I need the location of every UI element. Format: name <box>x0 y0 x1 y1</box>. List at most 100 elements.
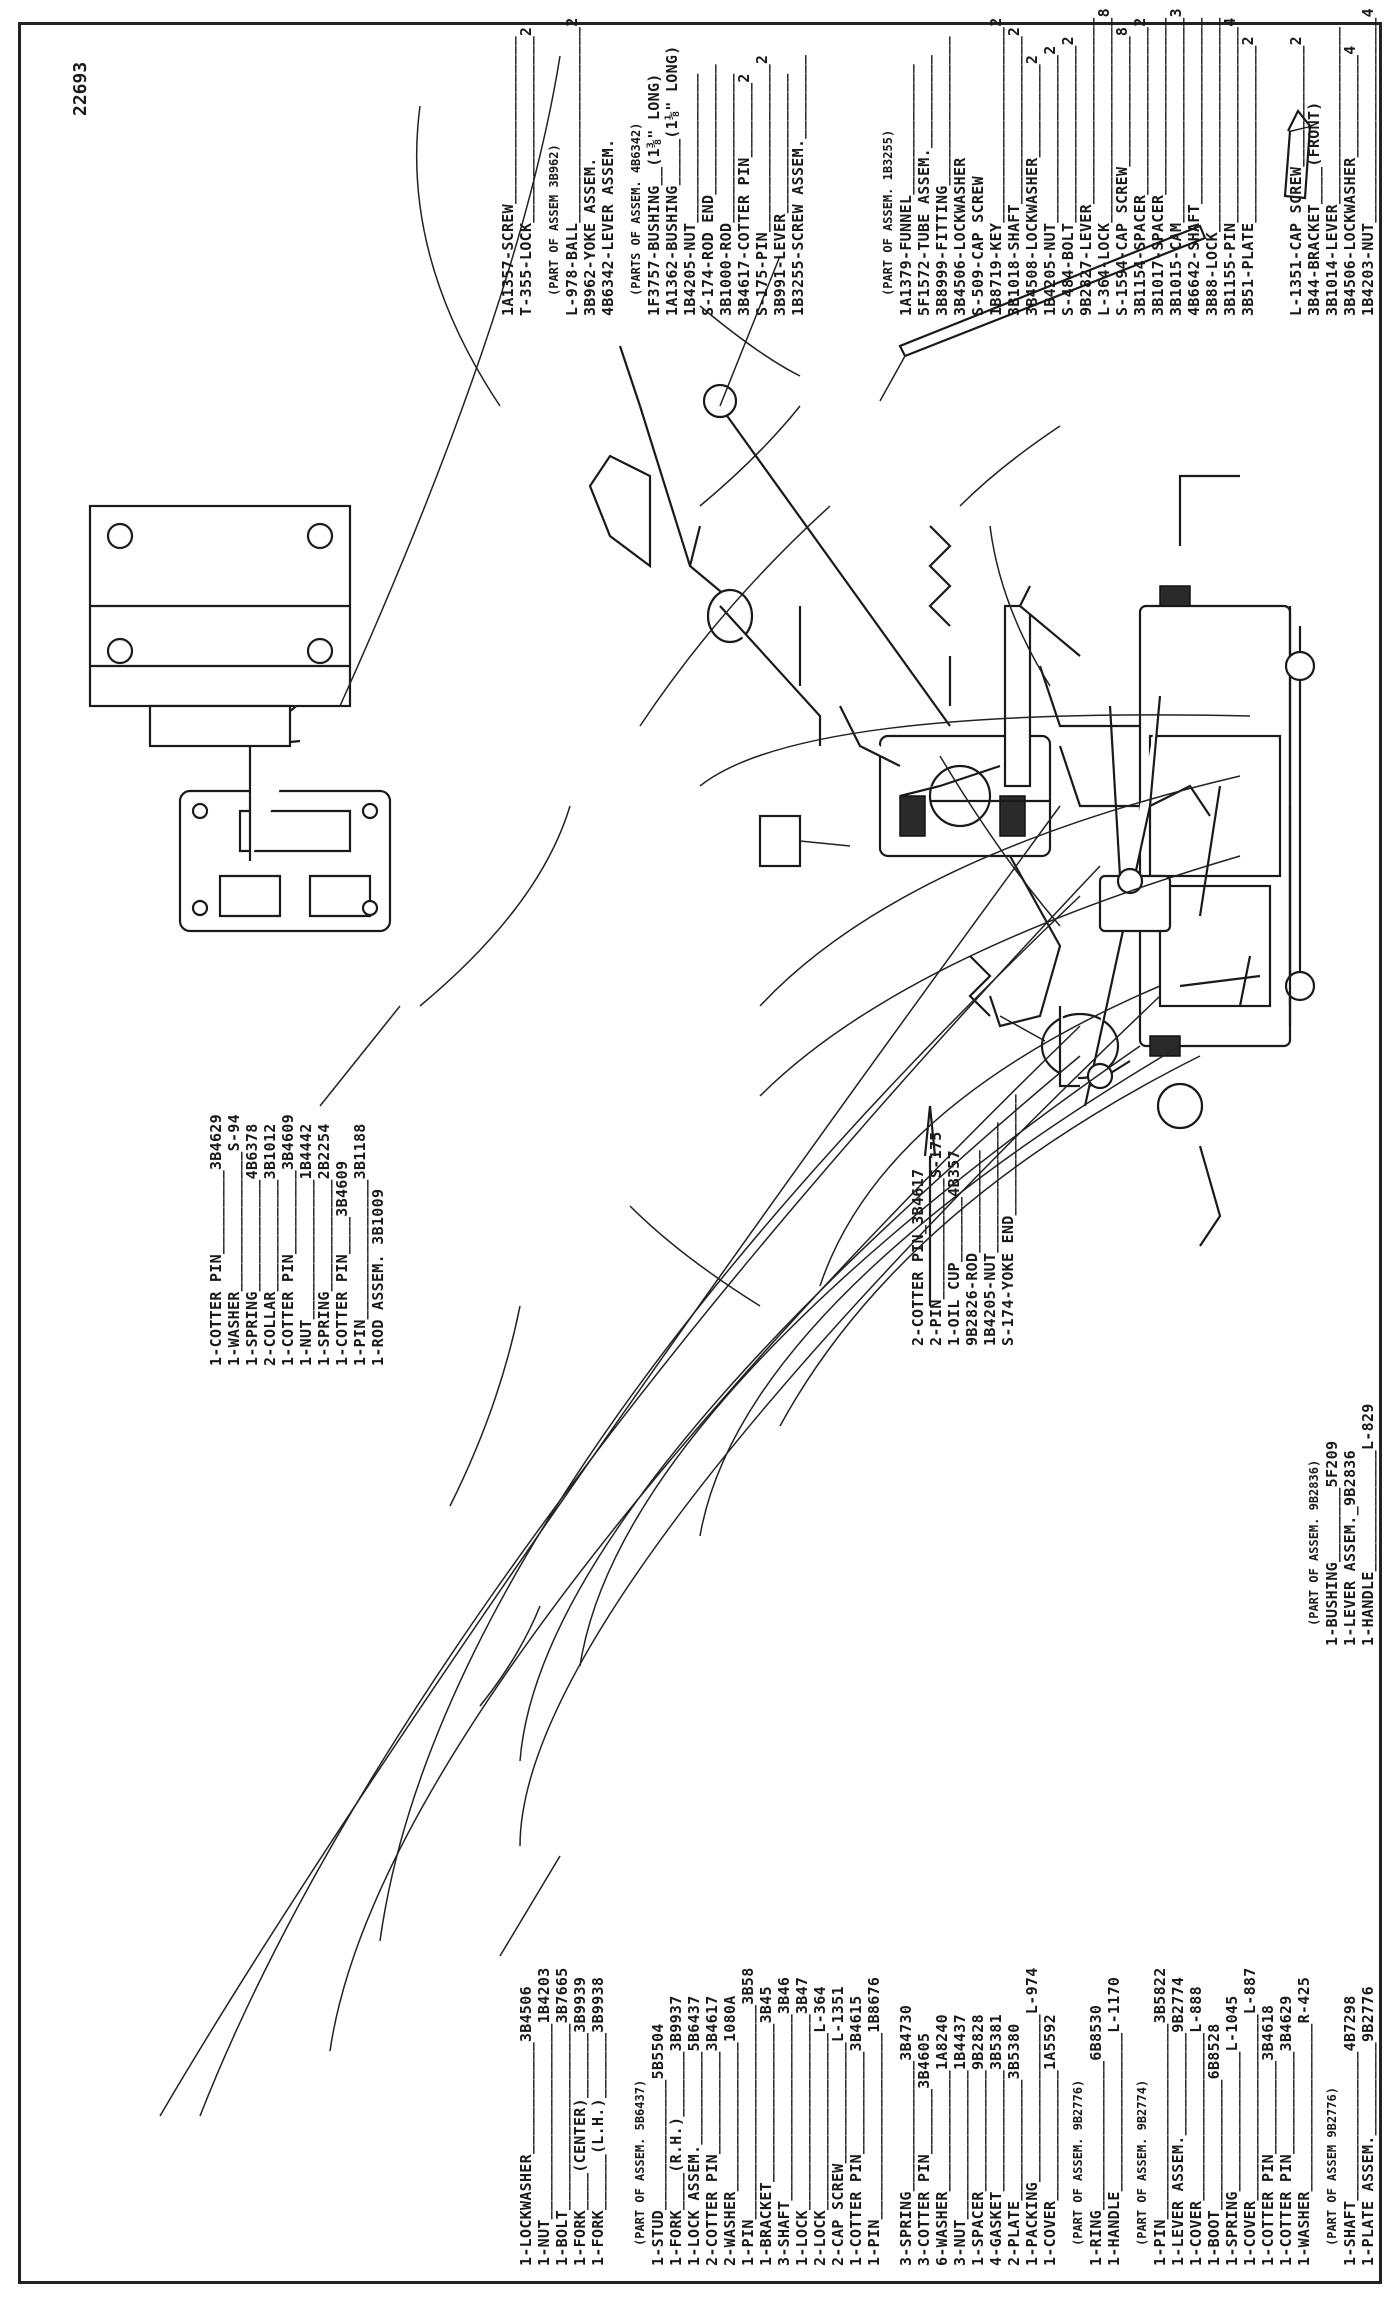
part-label: 3-SPRING______________3B4730 <box>897 2004 915 2266</box>
part-label: 1-WASHER_______________S-94 <box>225 1114 243 1366</box>
part-label: 1B4203-NUT______________________4 <box>1359 8 1377 316</box>
part-label: 1-WASHER__________________R-425 <box>1295 1976 1313 2266</box>
part-label: 1B8719-KEY_____________________2 <box>987 17 1005 316</box>
part-note: (PART OF ASSEM 9B2776) <box>1325 2087 1339 2246</box>
part-label: 2-COLLAR____________3B1012 <box>261 1123 279 1366</box>
part-label: 1-SPRING_______________L-1045 <box>1223 1995 1241 2266</box>
part-label: 1-LOCK_____________________3B47 <box>793 1976 811 2266</box>
part-label: 1-PIN_______________________3B58 <box>739 1967 757 2266</box>
part-label: 1-PLATE ASSEM.__________9B2776 <box>1359 1986 1377 2266</box>
part-label: 1A1362-BUSHING_____(1⅛" LONG) <box>663 45 681 316</box>
part-label: 2-COTTER PIN_3B4617 <box>909 1168 927 1346</box>
part-label: 3-NUT________________1B4437 <box>951 2014 969 2266</box>
part-label: 1-LOCKWASHER____________3B4506 <box>517 1986 535 2266</box>
part-label: 1-OIL CUP_______4B357 <box>945 1150 963 1346</box>
part-label: 2-COTTER PIN___________3B4617 <box>703 1995 721 2266</box>
part-label: 9B2826-ROD___________ <box>963 1150 981 1346</box>
part-label: 1A1379-FUNNEL______________ <box>897 64 915 316</box>
part-label: 2-WASHER________________1080A <box>721 1995 739 2266</box>
part-label: 1-BOOT______________6B8528 <box>1205 2023 1223 2266</box>
part-label: 3B1018-SHAFT__________________2 <box>1005 26 1023 316</box>
part-label: 1-HANDLE_____________L-829 <box>1359 1403 1377 1646</box>
part-label: 1-STUD______________5B5504 <box>649 2023 667 2266</box>
part-note: (PART OF ASSEM 3B962) <box>547 144 561 296</box>
part-label: 1-SPACER_____________9B2828 <box>969 2014 987 2266</box>
part-label: 1-SHAFT________________4B7298 <box>1341 1995 1359 2266</box>
linkage-illustration <box>588 255 951 868</box>
part-note: (PART OF ASSEM. 5B6437) <box>633 2079 647 2246</box>
lever-assembly-illustration <box>1058 695 1261 1247</box>
part-label: 1-COVER__________________L-888 <box>1187 1986 1205 2266</box>
sheet-border <box>18 22 1382 2284</box>
part-label: 3B4617-COTTER PIN________2 <box>735 73 753 316</box>
top-cover-detail-illustration <box>88 504 352 748</box>
part-label: 1-PIN_____________________3B5822 <box>1151 1967 1169 2266</box>
part-label: 4-GASKET_____________3B5381 <box>987 2014 1005 2266</box>
part-label: 3B44-BRACKET____(FRONT) <box>1305 101 1323 316</box>
part-label: 1-COVER____________________L-887 <box>1241 1967 1259 2266</box>
part-label: 3B991-LEVER_______________ <box>771 73 789 316</box>
part-label: 1F3757-BUSHING__(1⅜" LONG) <box>645 73 663 316</box>
part-label: 1B4205-NUT______________ <box>981 1122 999 1346</box>
part-label: 1-LEVER ASSEM._9B2836 <box>1341 1450 1359 1646</box>
part-label: L-364-LOCK______________________8 <box>1095 8 1113 316</box>
part-label: 3B1014-LEVER___________________ <box>1323 26 1341 316</box>
part-label: 3B1155-PIN_____________________4 <box>1221 17 1239 316</box>
part-label: 2-PLATE_____________3B5380 <box>1005 2023 1023 2266</box>
part-label: 1-ROD ASSEM. 3B1009 <box>369 1188 387 1366</box>
part-label: 3B51-PLATE___________________2 <box>1239 36 1257 316</box>
part-label: 1-BOLT____________________3B7665 <box>553 1967 571 2266</box>
part-label: 1-FORK____(R.H.)_______3B9937 <box>667 1995 685 2266</box>
part-label: 1-BUSHING________5F209 <box>1323 1440 1341 1646</box>
part-label: 1-SPRING____________2B2254 <box>315 1123 333 1366</box>
part-label: 1-COTTER PIN__________3B4618 <box>1259 2004 1277 2266</box>
part-label: 1-COVER______________1A5592 <box>1041 2014 1059 2266</box>
part-label: 1-COTTER PIN_________3B4609 <box>279 1114 297 1366</box>
part-label: 3-COTTER PIN_______3B4605 <box>915 2032 933 2266</box>
part-label: 3B8999-FITTING________________ <box>933 36 951 316</box>
part-label: 2-LOCK___________________L-364 <box>811 1986 829 2266</box>
part-label: 3B1017-SPACER___________________ <box>1149 17 1167 316</box>
part-label: S-509-CAP SCREW <box>969 176 987 316</box>
part-label: 1B4205-NUT________________ <box>681 73 699 316</box>
part-label: L-978-BALL_____________________2 <box>563 17 581 316</box>
part-label: 1B3255-SCREW ASSEM._________ <box>789 54 807 316</box>
part-label: 1-NUT_______________1B4442 <box>297 1123 315 1366</box>
part-label: 3B4506-LOCKWASHER <box>951 157 969 316</box>
part-label: 1-HANDLE_________________L-1170 <box>1105 1976 1123 2266</box>
part-label: 1-SPRING____________4B6378 <box>243 1123 261 1366</box>
part-label: 1-PACKING__________________L-974 <box>1023 1967 1041 2266</box>
part-label: 1-FORK____(CENTER)_______3B9939 <box>571 1976 589 2266</box>
part-label: 3B962-YOKE ASSEM. <box>581 157 599 316</box>
part-label: S-484-BOLT___________________2 <box>1059 36 1077 316</box>
part-label: 1-RING________________6B8530 <box>1087 2004 1105 2266</box>
part-label: 3B1015-CAM______________________3 <box>1167 8 1185 316</box>
part-label: 1-COTTER PIN___________3B4629 <box>1277 1995 1295 2266</box>
part-label: 2-CAP SCREW_____________L-1351 <box>829 1986 847 2266</box>
part-label: 3B4506-LOCKWASHER___________4 <box>1341 45 1359 316</box>
part-note: (PART OF ASSEM. 9B2776) <box>1071 2079 1085 2246</box>
part-label: S-1594-CAP SCREW______________8 <box>1113 26 1131 316</box>
part-label: 6-WASHER_____________1A8240 <box>933 2014 951 2266</box>
part-label: 5F1572-TUBE ASSEM.__________ <box>915 54 933 316</box>
part-note: (PART OF ASSEM. 9B2836) <box>1307 1459 1321 1626</box>
part-label: T-355-LOCK____________________2 <box>517 26 535 316</box>
transmission-body-illustration <box>899 474 1316 1057</box>
part-label: 1-NUT_____________________1B4203 <box>535 1967 553 2266</box>
part-note: (PART OF ASSEM. 1B3255) <box>881 129 895 296</box>
part-label: 3-SHAFT____________________3B46 <box>775 1976 793 2266</box>
part-label: 1-FORK______(L.H.)_______3B9938 <box>589 1976 607 2266</box>
part-label: 1-BRACKET_________________3B45 <box>757 1986 775 2266</box>
part-label: 2-PIN_____________S-175 <box>927 1131 945 1346</box>
part-label: 1-PIN_______________3B1188 <box>351 1123 369 1366</box>
part-label: 1-PIN____________________1B8676 <box>865 1976 883 2266</box>
part-label: 4B6642-SHAFT____________________ <box>1185 17 1203 316</box>
part-label: L-1351-CAP SCREW_____________2 <box>1287 36 1305 316</box>
part-label: 3B1000-ROD________________ <box>717 73 735 316</box>
part-label: 1A1357-SCREW__________________ <box>499 36 517 316</box>
part-note: (PART OF ASSEM. 9B2774) <box>1135 2079 1149 2246</box>
part-label: 3B1154-SPACER__________________2 <box>1131 17 1149 316</box>
